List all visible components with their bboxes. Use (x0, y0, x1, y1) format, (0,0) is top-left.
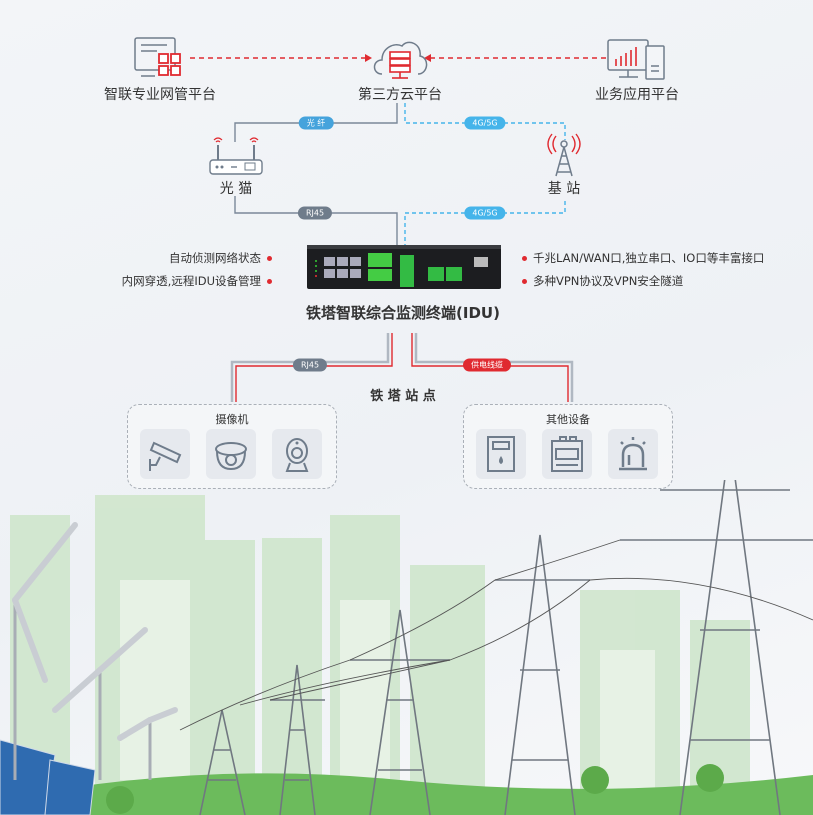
rj45-link-label: RJ45 (292, 358, 328, 372)
cloud-platform-label: 第三方云平台 (358, 87, 442, 103)
power-cable-label: 供电线缆 (463, 358, 511, 372)
optical-modem-label: 光 猫 (219, 181, 253, 197)
business-application-icon (607, 39, 665, 80)
camera-group-title: 摄像机 (215, 413, 249, 426)
network-management-icon (134, 37, 181, 77)
sensor-panel-icon (476, 429, 526, 479)
other-devices-group: 其他设备 (463, 404, 673, 489)
optical-modem-icon (209, 137, 263, 175)
cloud-server-icon (373, 41, 428, 79)
feature-right-1: 千兆LAN/WAN口,独立串口、IO口等丰富接口 (516, 250, 764, 266)
camera-group: 摄像机 (127, 404, 337, 489)
rj45-link-label: RJ45 (297, 206, 333, 220)
feature-left-2: 内网穿透,远程IDU设备管理 (122, 273, 278, 289)
cellular-link-label: 4G/5G (464, 206, 506, 220)
dome-camera-icon (206, 429, 256, 479)
device-title: 铁塔智联综合监测终端(IDU) (306, 304, 500, 322)
base-station-label: 基 站 (547, 181, 581, 197)
cellular-link-label: 4G/5G (464, 116, 506, 130)
idu-device-image (307, 245, 501, 289)
base-station-icon (547, 133, 581, 177)
bullet-camera-icon (140, 429, 190, 479)
alarm-light-icon (608, 429, 658, 479)
fiber-link-label: 光 纤 (298, 116, 334, 130)
tower-site-title: 铁 塔 站 点 (370, 389, 436, 404)
webcam-icon (272, 429, 322, 479)
feature-right-2: 多种VPN协议及VPN安全隧道 (516, 273, 683, 289)
power-grid-scene (0, 480, 813, 815)
feature-left-1: 自动侦测网络状态 (169, 250, 278, 266)
electric-meter-icon (542, 429, 592, 479)
network-management-platform-label: 智联专业网管平台 (104, 87, 216, 103)
business-platform-label: 业务应用平台 (595, 87, 679, 103)
other-devices-title: 其他设备 (546, 413, 590, 426)
